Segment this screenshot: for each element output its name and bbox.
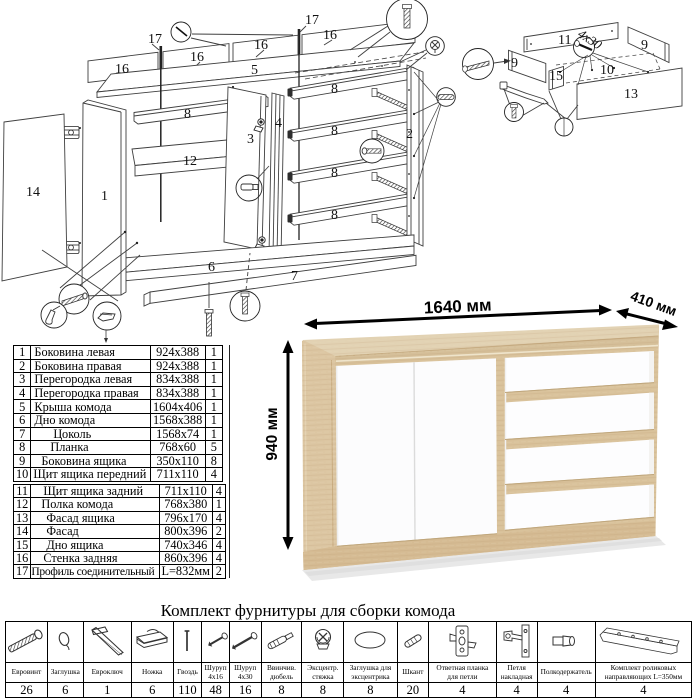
svg-text:16: 16 [190,50,204,65]
svg-text:8: 8 [184,107,191,122]
svg-text:7: 7 [291,269,298,284]
svg-text:8: 8 [331,124,338,139]
svg-text:410 мм: 410 мм [628,288,679,319]
svg-text:6: 6 [208,260,215,275]
svg-text:12: 12 [183,154,197,169]
svg-text:9: 9 [511,56,518,71]
svg-text:16: 16 [254,38,268,53]
svg-text:3: 3 [247,132,254,147]
svg-text:11: 11 [558,33,571,48]
svg-text:13: 13 [624,87,638,102]
svg-text:17: 17 [305,13,319,28]
svg-text:16: 16 [323,28,337,43]
svg-text:940 мм: 940 мм [264,407,281,460]
svg-text:14: 14 [26,185,40,200]
svg-text:17: 17 [148,32,162,47]
svg-text:4: 4 [275,116,282,131]
svg-text:9: 9 [641,38,648,53]
svg-text:1: 1 [101,189,108,204]
svg-text:10: 10 [600,63,614,78]
svg-text:8: 8 [331,166,338,181]
svg-text:8: 8 [331,208,338,223]
svg-text:1640 мм: 1640 мм [424,295,492,317]
svg-text:2: 2 [406,127,413,142]
svg-text:16: 16 [115,62,129,77]
svg-text:15: 15 [549,69,563,84]
svg-text:8: 8 [331,82,338,97]
svg-text:5: 5 [251,63,258,78]
